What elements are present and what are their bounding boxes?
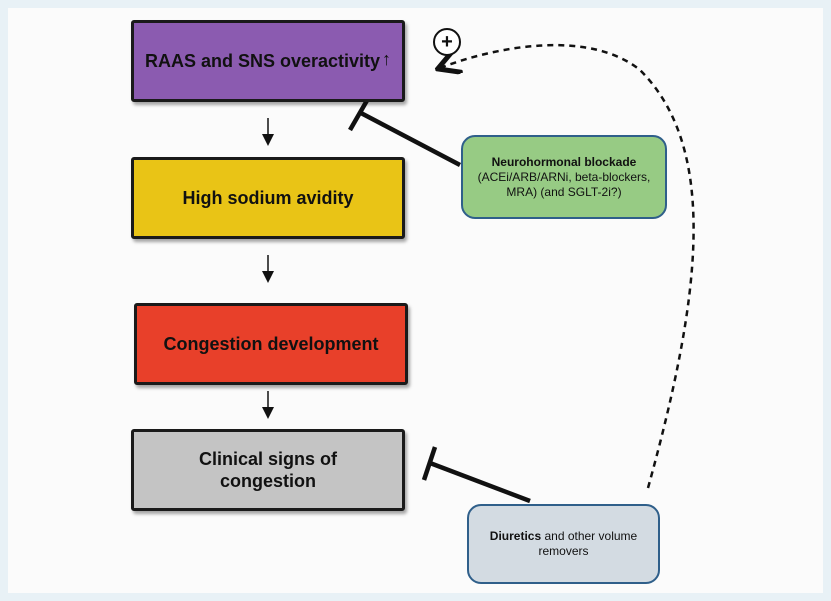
- inhibit-diuretics-to-clinical: [429, 460, 531, 504]
- sodium-avidity-box: High sodium avidity: [131, 157, 405, 239]
- plus-icon: +: [433, 28, 461, 56]
- raas-sns-box: RAAS and SNS overactivity↑: [131, 20, 405, 102]
- congestion-development-label: Congestion development: [163, 334, 379, 354]
- dashed-feedback-arrow: [440, 43, 695, 489]
- raas-sns-label: RAAS and SNS overactivity: [144, 51, 381, 71]
- clinical-signs-label: Clinical signs of congestion: [198, 449, 338, 491]
- blockade-title: Neurohormonal blockade: [491, 154, 637, 169]
- clinical-signs-box: Clinical signs of congestion: [131, 429, 405, 511]
- diuretics-body: and other volume removers: [538, 529, 638, 558]
- diuretics-callout: Diuretics and other volume removers: [467, 504, 660, 584]
- diuretics-title: Diuretics: [489, 529, 542, 543]
- sodium-avidity-label: High sodium avidity: [182, 188, 354, 208]
- inhibit-bar-raas: [348, 95, 371, 132]
- neurohormonal-blockade-callout: Neurohormonal blockade (ACEi/ARB/ARNi, b…: [461, 135, 667, 219]
- inhibit-blockade-to-raas: [357, 110, 462, 167]
- congestion-development-box: Congestion development: [134, 303, 408, 385]
- inhibit-bar-clinical: [421, 446, 438, 481]
- arrow-up-icon: ↑: [382, 49, 392, 69]
- blockade-body: (ACEi/ARB/ARNi, beta-blockers, MRA) (and…: [477, 169, 651, 199]
